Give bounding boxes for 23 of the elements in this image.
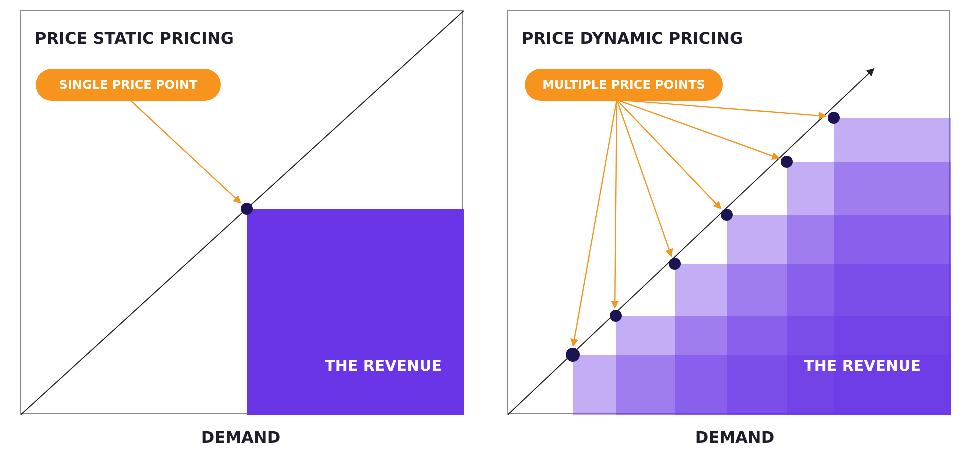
leader-line — [611, 100, 620, 309]
price-point-dot — [566, 348, 580, 362]
leader-line — [616, 100, 722, 210]
leader-line — [570, 100, 618, 348]
price-point-dot — [828, 112, 840, 124]
leader-line — [616, 100, 674, 258]
leader-line — [130, 100, 242, 204]
chart-panel — [507, 10, 950, 414]
price-point-dot — [241, 203, 253, 215]
price-point-dot — [781, 156, 793, 168]
price-point-dot — [669, 258, 681, 270]
axis-label: DEMAND — [695, 428, 775, 447]
leader-line — [616, 99, 780, 160]
callout-pill: MULTIPLE PRICE POINTS — [525, 69, 723, 101]
callout-pill: SINGLE PRICE POINT — [36, 69, 221, 101]
axis-label: DEMAND — [201, 428, 281, 447]
price-point-dot — [610, 310, 622, 322]
panel-title: PRICE DYNAMIC PRICING — [522, 29, 744, 48]
revenue-label: THE REVENUE — [325, 357, 442, 375]
revenue-label: THE REVENUE — [804, 357, 921, 375]
panel-title: PRICE STATIC PRICING — [35, 29, 234, 48]
price-point-dot — [721, 209, 733, 221]
revenue-area — [247, 209, 464, 415]
